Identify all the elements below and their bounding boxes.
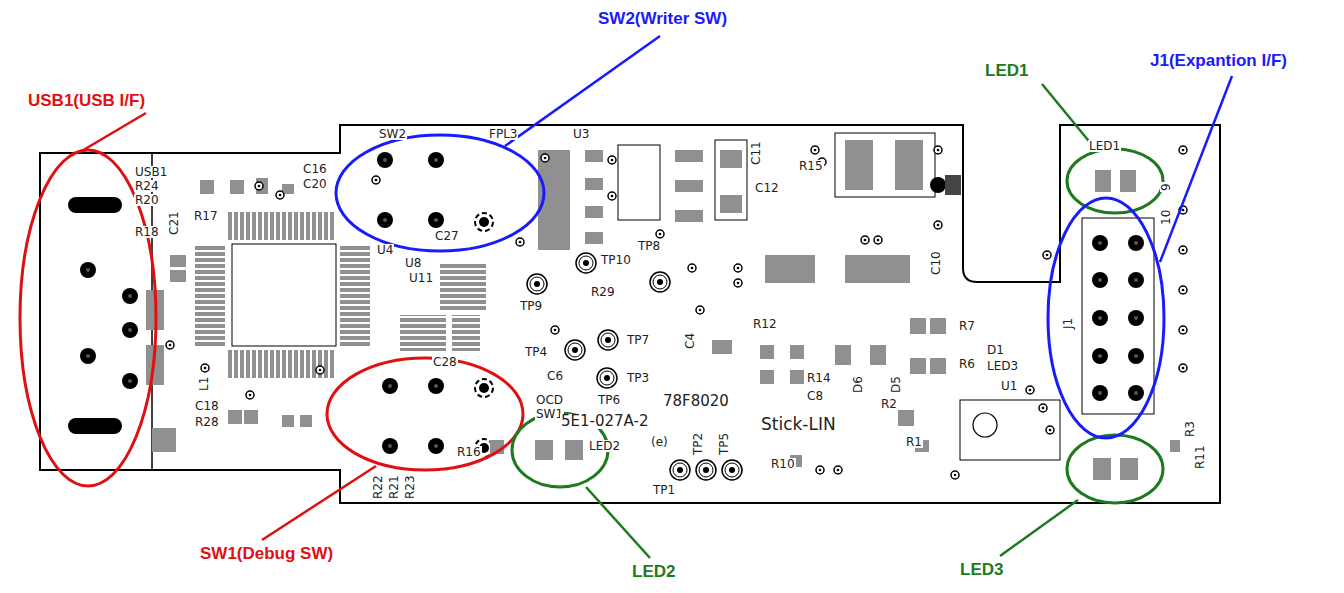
silkscreen-label: C20 [302, 178, 328, 190]
j1-callout [1048, 198, 1164, 438]
silkscreen-label: TP7 [626, 334, 650, 346]
silkscreen-label: R22 [372, 474, 384, 500]
sw2-callout [336, 135, 544, 251]
silkscreen-label: C6 [546, 370, 564, 382]
silkscreen-label: L1 [198, 376, 210, 392]
silkscreen-label: R3 [1184, 420, 1196, 438]
silkscreen-label: R20 [134, 194, 160, 206]
silkscreen-label: TP4 [524, 346, 548, 358]
silkscreen-label: 5E1-027A-2 [560, 414, 650, 429]
leader-line [262, 466, 376, 540]
silkscreen-label: R14 [806, 372, 832, 384]
silkscreen-label: C28 [432, 356, 458, 368]
silkscreen-label: U4 [376, 244, 394, 256]
leader-line [586, 487, 650, 558]
silkscreen-label: J1 [1062, 317, 1074, 330]
silkscreen-label: USB1 [134, 166, 168, 178]
silkscreen-label: R21 [388, 474, 400, 500]
silkscreen-label: C12 [754, 182, 780, 194]
silkscreen-label: R1 [905, 436, 923, 448]
led3-callout [1067, 435, 1163, 503]
silkscreen-label: D5 [890, 375, 902, 394]
silkscreen-label: Stick-LIN [760, 416, 837, 433]
silkscreen-label: R18 [134, 226, 160, 238]
silkscreen-label: R12 [752, 318, 778, 330]
silkscreen-label: TP1 [652, 484, 676, 496]
silkscreen-label: U11 [408, 272, 434, 284]
silkscreen-label: 9 [1160, 182, 1172, 192]
silkscreen-label: C21 [168, 210, 180, 236]
silkscreen-label: C16 [302, 163, 328, 175]
silkscreen-label: TP10 [600, 254, 632, 266]
silkscreen-label: TP3 [626, 372, 650, 384]
silkscreen-label: R2 [880, 398, 898, 410]
silkscreen-label: D6 [852, 375, 864, 394]
callout-label: SW2(Writer SW) [598, 10, 727, 27]
silkscreen-label: TP9 [519, 300, 543, 312]
callout-label: LED1 [985, 62, 1028, 79]
silkscreen-label: R10 [770, 458, 796, 470]
silkscreen-label: R17 [193, 210, 219, 222]
leader-line [505, 36, 660, 146]
silkscreen-label: TP6 [597, 394, 621, 406]
silkscreen-label: R7 [958, 320, 976, 332]
silkscreen-label: LED1 [1088, 140, 1121, 152]
silkscreen-label: TP8 [637, 240, 661, 252]
silkscreen-label: LED3 [986, 360, 1019, 372]
silkscreen-label: TP2 [692, 432, 704, 456]
callout-label: USB1(USB I/F) [28, 92, 145, 109]
silkscreen-label: R16 [456, 446, 482, 458]
leader-line [1000, 500, 1078, 556]
callout-label: SW1(Debug SW) [200, 545, 333, 562]
silkscreen-label: D1 [986, 344, 1005, 356]
silkscreen-label: C27 [434, 230, 460, 242]
silkscreen-label: TP5 [718, 432, 730, 456]
silkscreen-label: C4 [684, 332, 696, 350]
silkscreen-label: C11 [750, 140, 762, 166]
callout-label: J1(Expantion I/F) [1150, 52, 1287, 69]
silkscreen-label: R11 [1194, 444, 1206, 470]
callout-label: LED2 [632, 563, 675, 580]
silkscreen-label: LED2 [588, 440, 621, 452]
silkscreen-label: R15 [798, 160, 824, 172]
silkscreen-label: R24 [134, 180, 160, 192]
silkscreen-label: R28 [194, 416, 220, 428]
silkscreen-label: 10 [1160, 209, 1172, 226]
silkscreen-label: U3 [572, 128, 590, 140]
silkscreen-label: C18 [194, 400, 220, 412]
silkscreen-label: SW2 [378, 128, 407, 140]
silkscreen-label: C10 [930, 250, 942, 276]
silkscreen-label: FPL3 [488, 128, 518, 140]
silkscreen-label: R29 [590, 286, 616, 298]
leader-line [80, 113, 146, 152]
silkscreen-label: R6 [958, 358, 976, 370]
leader-line [1160, 76, 1232, 262]
silkscreen-label: OCD [535, 394, 564, 406]
led1-callout [1067, 149, 1163, 213]
silkscreen-label: (e) [650, 436, 669, 448]
silkscreen-label: U1 [1000, 380, 1018, 392]
silkscreen-label: C8 [806, 390, 824, 402]
callout-label: LED3 [960, 561, 1003, 578]
sw1-callout [327, 358, 523, 470]
silkscreen-label: U8 [404, 257, 422, 269]
silkscreen-label: 78F8020 [662, 394, 730, 409]
silkscreen-label: R23 [404, 474, 416, 500]
